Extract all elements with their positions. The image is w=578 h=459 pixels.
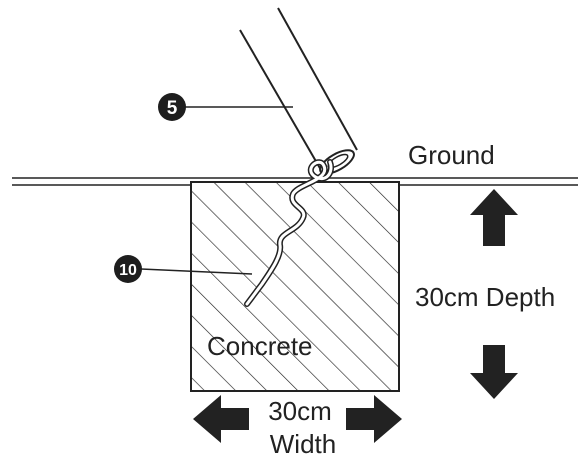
width-value-label: 30cm: [268, 396, 332, 426]
callout-number: 5: [167, 98, 178, 119]
ground-label: Ground: [408, 140, 495, 170]
pole: [239, 7, 358, 175]
spiral-anchor: [244, 159, 334, 307]
arrow-up-icon: [470, 189, 518, 246]
concrete-label: Concrete: [207, 331, 313, 361]
callout-anchor: 10: [114, 255, 253, 283]
arrow-right-icon: [346, 395, 402, 443]
concrete-block: [190, 181, 400, 392]
callout-number: 10: [119, 262, 137, 279]
callout-pole: 5: [158, 93, 293, 121]
width-word-label: Width: [270, 429, 336, 459]
arrow-down-icon: [470, 345, 518, 399]
callout-badge: [114, 255, 142, 283]
depth-label: 30cm Depth: [415, 282, 555, 312]
arrow-left-icon: [193, 395, 249, 443]
callout-badge: [158, 93, 186, 121]
